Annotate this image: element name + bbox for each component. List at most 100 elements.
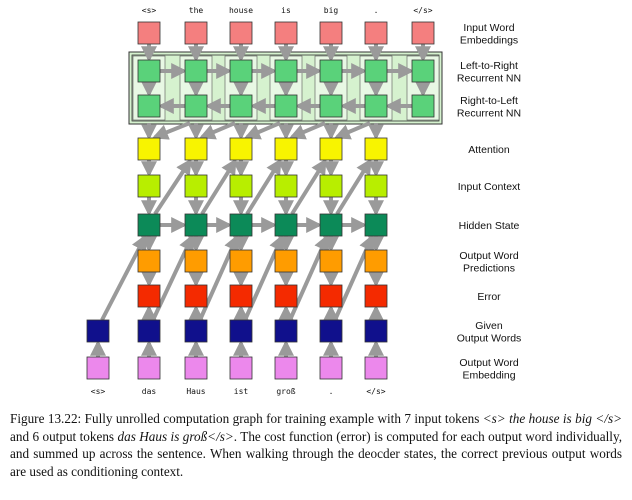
attention-node <box>184 137 208 161</box>
node-layer <box>86 21 435 380</box>
attention-node <box>137 137 161 161</box>
output-token-label: </s> <box>366 387 385 396</box>
hidden-state-node <box>274 213 298 237</box>
input-context-node <box>184 174 208 198</box>
left-to-right-rnn-node <box>137 59 161 83</box>
layer-label-input-context: Input Context <box>458 181 521 193</box>
right-to-left-rnn-node <box>137 94 161 118</box>
error-node <box>274 284 298 308</box>
arrow-hidden-to-next-attention <box>153 158 192 216</box>
attention-node <box>274 137 298 161</box>
arrow-given-to-hidden <box>333 234 375 321</box>
input-token-label: big <box>324 6 339 15</box>
arrow-given-to-hidden <box>100 234 147 321</box>
output-token-label: groß <box>276 387 295 396</box>
left-to-right-rnn-node <box>364 59 388 83</box>
arrow-encoder-to-attention <box>289 121 326 140</box>
given-output-word-node <box>319 319 343 343</box>
right-to-left-rnn-node <box>319 94 343 118</box>
arrow-encoder-to-attention <box>152 121 191 140</box>
caption-text-2: and 6 output tokens <box>10 428 118 444</box>
output-token-label: . <box>329 387 334 396</box>
output-word-embedding-node <box>274 356 298 380</box>
layer-label-given-output-words: Output Words <box>457 332 522 344</box>
output-token-label: Haus <box>186 387 205 396</box>
output-word-prediction-node <box>137 249 161 273</box>
given-output-word-node <box>229 319 253 343</box>
layer-label-output-word-embedding: Output Word <box>459 357 518 369</box>
arrow-given-to-hidden <box>288 234 330 321</box>
layer-label-hidden-state: Hidden State <box>459 220 520 232</box>
attention-node <box>364 137 388 161</box>
output-token-label: das <box>142 387 157 396</box>
layer-label-output-word-predictions: Predictions <box>463 262 515 274</box>
caption-text-1: Fully unrolled computation graph for tra… <box>81 411 483 426</box>
arrow-hidden-to-next-attention <box>245 158 282 216</box>
caption-figure-number: Figure 13.22: <box>10 411 82 426</box>
caption-output-example: das Haus is groß</s> <box>117 428 234 444</box>
left-to-right-rnn-node <box>229 59 253 83</box>
arrow-encoder-to-attention <box>334 121 371 140</box>
left-to-right-rnn-node <box>411 59 435 83</box>
input-word-embedding-node <box>137 21 161 45</box>
caption-text-3: . The cost function (error) is computed … <box>10 428 622 479</box>
input-context-node <box>319 174 343 198</box>
input-token-label: the <box>189 6 204 15</box>
input-word-embedding-node <box>411 21 435 45</box>
layer-label-output-word-predictions: Output Word <box>459 250 518 262</box>
left-to-right-rnn-node <box>184 59 208 83</box>
given-output-word-node <box>86 319 110 343</box>
right-to-left-rnn-node <box>274 94 298 118</box>
left-to-right-rnn-node <box>319 59 343 83</box>
arrow-given-to-hidden <box>198 234 240 321</box>
output-word-prediction-node <box>319 249 343 273</box>
attention-node <box>319 137 343 161</box>
output-word-embedding-node <box>86 356 110 380</box>
error-node <box>364 284 388 308</box>
output-word-prediction-node <box>274 249 298 273</box>
layer-label-right-to-left-rnn: Recurrent NN <box>457 107 521 119</box>
output-word-embedding-node <box>137 356 161 380</box>
input-token-label: house <box>229 6 253 15</box>
attention-node <box>229 137 253 161</box>
left-to-right-rnn-node <box>274 59 298 83</box>
arrow-encoder-to-attention <box>199 121 236 140</box>
caption-input-example: <s> the house is big </s> <box>482 411 622 426</box>
input-context-node <box>229 174 253 198</box>
input-context-node <box>274 174 298 198</box>
given-output-word-node <box>137 319 161 343</box>
layer-label-input-word-embeddings: Embeddings <box>460 34 518 46</box>
arrow-hidden-to-next-attention <box>200 158 237 216</box>
given-output-word-node <box>184 319 208 343</box>
input-token-label: <s> <box>142 6 157 15</box>
input-context-node <box>137 174 161 198</box>
input-context-node <box>364 174 388 198</box>
hidden-state-node <box>319 213 343 237</box>
output-word-embedding-node <box>229 356 253 380</box>
layer-label-input-word-embeddings: Input Word <box>463 22 514 34</box>
right-to-left-rnn-node <box>411 94 435 118</box>
given-output-word-node <box>274 319 298 343</box>
hidden-state-node <box>137 213 161 237</box>
hidden-state-node <box>184 213 208 237</box>
output-word-prediction-node <box>364 249 388 273</box>
output-word-embedding-node <box>319 356 343 380</box>
error-node <box>137 284 161 308</box>
input-token-label: </s> <box>413 6 432 15</box>
input-word-embedding-node <box>274 21 298 45</box>
output-word-prediction-node <box>229 249 253 273</box>
layer-label-attention: Attention <box>468 144 510 156</box>
output-token-label: <s> <box>91 387 106 396</box>
arrow-hidden-to-next-attention <box>290 158 327 216</box>
output-word-prediction-node <box>184 249 208 273</box>
hidden-state-node <box>229 213 253 237</box>
input-word-embedding-node <box>364 21 388 45</box>
output-word-embedding-node <box>184 356 208 380</box>
arrow-hidden-to-next-attention <box>335 158 372 216</box>
arrow-given-to-hidden <box>151 234 194 321</box>
layer-label-right-to-left-rnn: Right-to-Left <box>460 95 518 107</box>
layer-label-output-word-embedding: Embedding <box>462 369 515 381</box>
input-token-label: is <box>281 6 291 15</box>
right-to-left-rnn-node <box>229 94 253 118</box>
